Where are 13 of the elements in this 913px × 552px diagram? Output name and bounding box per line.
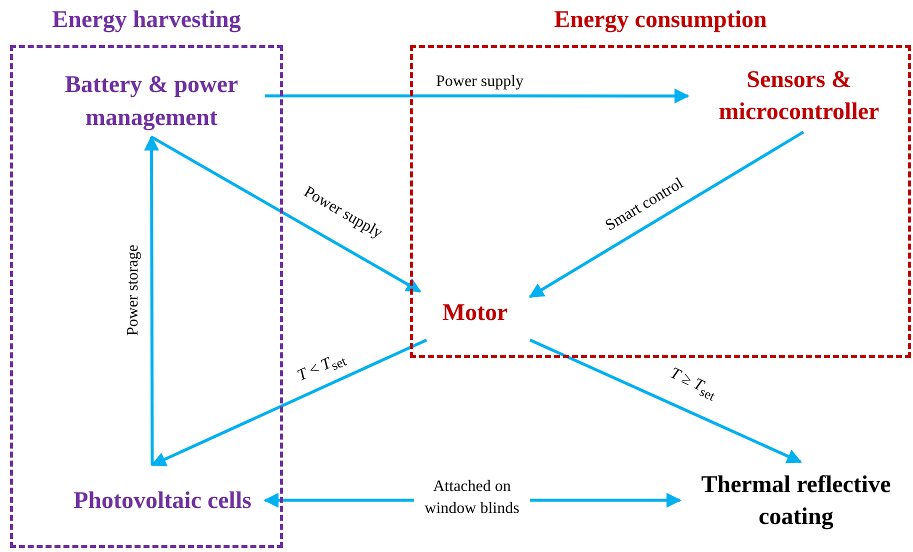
node-label: Battery & power management bbox=[64, 71, 240, 132]
group-heading: Energy harvesting bbox=[51, 7, 242, 34]
node-label: Photovoltaic cells bbox=[74, 486, 252, 516]
arrow bbox=[528, 130, 804, 298]
node-label: Thermal reflective coating bbox=[700, 470, 892, 532]
node-label: Sensors & microcontroller bbox=[718, 66, 880, 127]
group-heading: Energy consumption bbox=[553, 7, 768, 34]
arrow bbox=[150, 136, 422, 293]
arrow bbox=[529, 338, 802, 464]
arrow bbox=[150, 338, 428, 466]
arrow bbox=[144, 136, 160, 465]
arrow bbox=[265, 88, 690, 104]
node-label: Motor bbox=[442, 298, 508, 328]
